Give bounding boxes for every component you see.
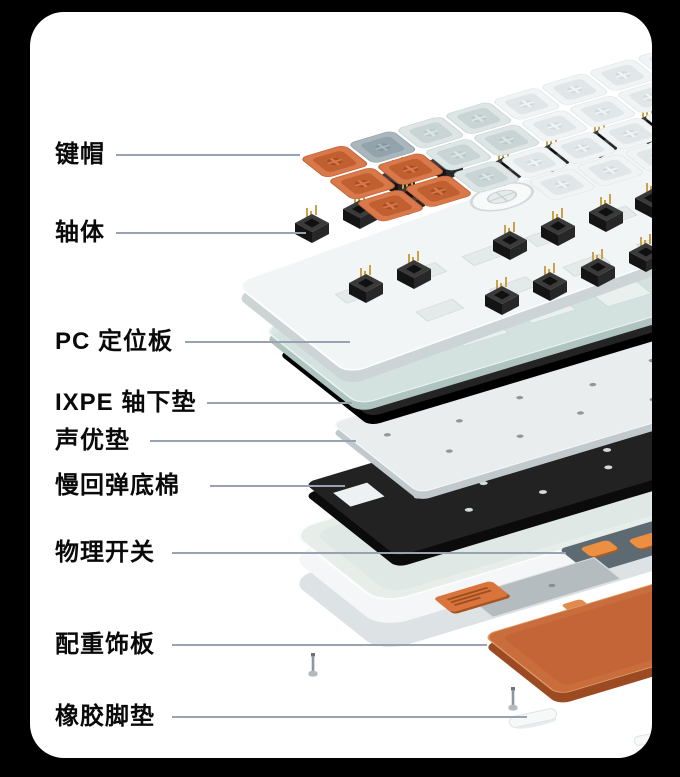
weight-plate-layer <box>487 565 652 703</box>
callout-label-physical-switch: 物理开关 <box>55 539 155 566</box>
callout-label-sound-pad: 声优垫 <box>55 427 130 454</box>
callout-label-switches: 轴体 <box>55 219 105 246</box>
callout-label-keycaps: 键帽 <box>55 141 105 168</box>
leader-lines <box>116 154 566 718</box>
callout-label-slow-rebound-foam: 慢回弹底棉 <box>55 472 180 499</box>
screws <box>308 653 518 711</box>
callout-label-pc-plate: PC 定位板 <box>55 328 174 355</box>
callout-label-ixpe-switch-pad: IXPE 轴下垫 <box>55 389 197 416</box>
physical-switch-toggles <box>581 532 652 558</box>
callout-label-rubber-feet: 橡胶脚垫 <box>55 703 155 730</box>
exploded-keyboard-illustration <box>116 43 652 746</box>
rubber-feet <box>508 708 652 746</box>
logo-badge <box>435 581 510 614</box>
callout-label-weight-plate: 配重饰板 <box>55 631 155 658</box>
content-card <box>30 12 652 758</box>
